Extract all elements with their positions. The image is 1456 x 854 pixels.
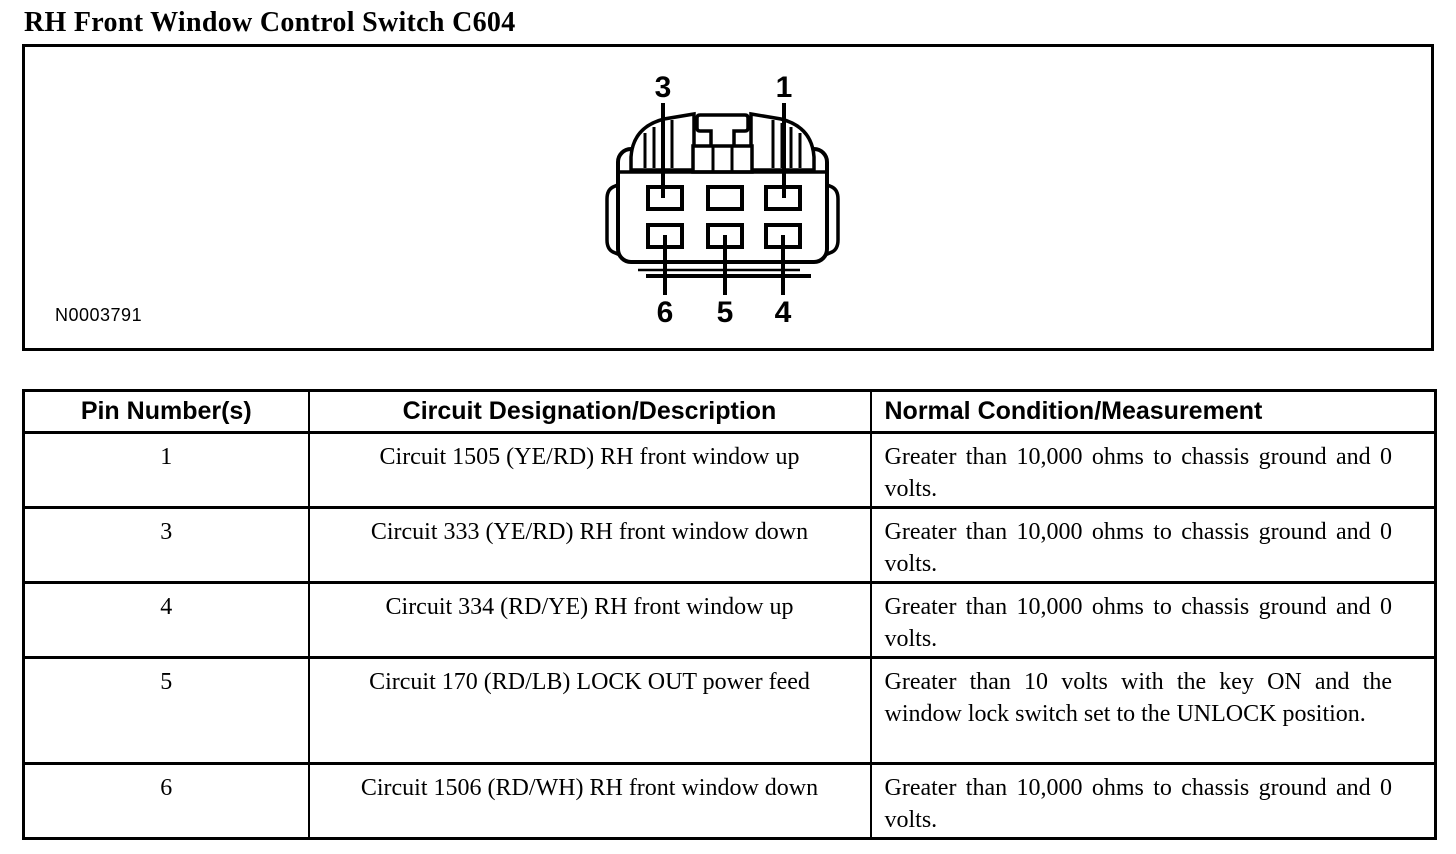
pin-label-3: 3	[655, 71, 672, 104]
pin-cell: 3	[22, 506, 310, 584]
circuit-cell: Circuit 333 (YE/RD) RH front window down	[307, 506, 872, 584]
leader-lines	[661, 103, 786, 295]
connector-center-window	[691, 144, 754, 174]
table-row: 3 Circuit 333 (YE/RD) RH front window do…	[22, 506, 1437, 584]
header-pin-number: Pin Number(s)	[22, 389, 310, 434]
connector-figure: 3 1 6 5 4 N0003791	[22, 44, 1434, 351]
circuit-cell: Circuit 1505 (YE/RD) RH front window up	[307, 431, 872, 509]
page-title: RH Front Window Control Switch C604	[24, 7, 516, 38]
circuit-cell: Circuit 170 (RD/LB) LOCK OUT power feed	[307, 656, 872, 765]
pin-label-5: 5	[717, 296, 734, 329]
condition-cell: Greater than 10,000 ohms to chassis grou…	[869, 431, 1437, 509]
figure-id: N0003791	[55, 305, 143, 325]
pin-label-6: 6	[657, 296, 674, 329]
condition-cell: Greater than 10,000 ohms to chassis grou…	[869, 762, 1437, 840]
condition-cell: Greater than 10,000 ohms to chassis grou…	[869, 581, 1437, 659]
pin-cell: 5	[22, 656, 310, 765]
condition-cell: Greater than 10 volts with the key ON an…	[869, 656, 1437, 765]
connector-diagram: 3 1 6 5 4	[605, 71, 840, 329]
pin-cell: 1	[22, 431, 310, 509]
pin-cell: 4	[22, 581, 310, 659]
table-row: 5 Circuit 170 (RD/LB) LOCK OUT power fee…	[22, 656, 1437, 765]
header-normal-condition: Normal Condition/Measurement	[869, 389, 1437, 434]
table-header-row: Pin Number(s) Circuit Designation/Descri…	[22, 389, 1437, 434]
pin-cell: 6	[22, 762, 310, 840]
pin-slot-2	[706, 185, 744, 211]
condition-cell: Greater than 10,000 ohms to chassis grou…	[869, 506, 1437, 584]
table-row: 6 Circuit 1506 (RD/WH) RH front window d…	[22, 762, 1437, 840]
circuit-cell: Circuit 334 (RD/YE) RH front window up	[307, 581, 872, 659]
table-row: 4 Circuit 334 (RD/YE) RH front window up…	[22, 581, 1437, 659]
header-circuit: Circuit Designation/Description	[307, 389, 872, 434]
table-row: 1 Circuit 1505 (YE/RD) RH front window u…	[22, 431, 1437, 509]
connector-latch	[695, 113, 750, 147]
circuit-cell: Circuit 1506 (RD/WH) RH front window dow…	[307, 762, 872, 840]
pin-label-4: 4	[775, 296, 792, 329]
pin-label-1: 1	[776, 71, 793, 104]
pinout-table: Pin Number(s) Circuit Designation/Descri…	[22, 389, 1437, 840]
document-page: RH Front Window Control Switch C604	[0, 7, 1456, 840]
